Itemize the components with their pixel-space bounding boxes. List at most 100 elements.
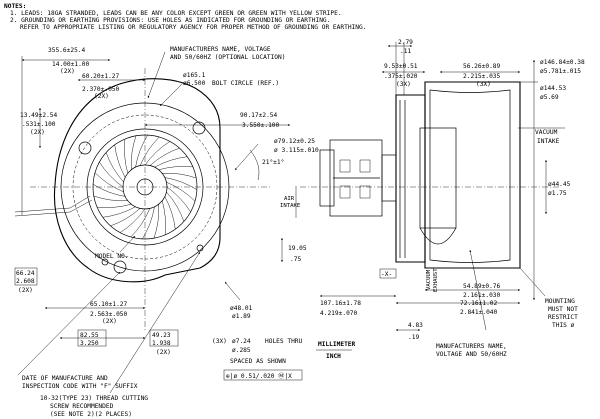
dim-531-qty: (2X) bbox=[30, 129, 45, 136]
dim-5781: ø5.781±.015 bbox=[540, 68, 581, 75]
fan-blade bbox=[94, 172, 124, 193]
fan-blade bbox=[142, 206, 155, 240]
dim-2215-qty: (3X) bbox=[476, 81, 491, 88]
notes-block: NOTES: 1. LEADS: 18GA STRANDED, LEADS CA… bbox=[4, 3, 366, 31]
dim-375-qty: (3X) bbox=[396, 81, 411, 88]
fan-blade bbox=[102, 206, 136, 218]
exhaust-port bbox=[419, 127, 457, 229]
fan-blade bbox=[130, 208, 151, 238]
feature-control-frame: ⊕|ø 0.51/.020 Ⓜ|X bbox=[226, 372, 292, 380]
dim-375: .375±.020 bbox=[384, 73, 418, 80]
fan-blade bbox=[158, 166, 193, 171]
dim-2563: 2.563±.050 bbox=[90, 311, 128, 318]
dim-7912: ø79.12±0.25 bbox=[274, 138, 315, 145]
dim-1349: 13.49±2.54 bbox=[20, 112, 58, 119]
date-label-2: INSPECTION CODE WITH "F" SUFFIX bbox=[22, 383, 138, 390]
fan-blade bbox=[164, 177, 198, 190]
dim-2563-qty: (2X) bbox=[102, 318, 117, 325]
air-intake-2: INTAKE bbox=[280, 203, 301, 209]
holes-mm: ø7.24 bbox=[232, 338, 251, 345]
fan-blade bbox=[149, 147, 180, 166]
dim-189: ø1.89 bbox=[232, 313, 251, 320]
dim-19: .19 bbox=[408, 334, 419, 341]
ground-screw-hole bbox=[101, 258, 109, 266]
mounting-note-4: THIS ø bbox=[552, 322, 575, 329]
fan-blade bbox=[144, 141, 171, 166]
fan-blade bbox=[162, 172, 197, 179]
motor-housing-outline bbox=[53, 78, 221, 283]
dim-4923: 49.23 bbox=[152, 332, 171, 339]
note-2-cont: REFER TO APPROPRIATE LISTING OR REGULATO… bbox=[20, 24, 366, 31]
dim-2841: 2.841±.040 bbox=[460, 309, 498, 316]
fan-blade bbox=[164, 196, 176, 230]
side-mfr-label-2: VOLTAGE AND 50/60HZ bbox=[436, 351, 507, 358]
fan-blade bbox=[161, 200, 166, 235]
dim-14-qty: (2X) bbox=[60, 68, 75, 75]
mfr-label-2: AND 50/60HZ (OPTIONAL LOCATION) bbox=[170, 54, 285, 61]
screw-label-2: SCREW RECOMMENDED bbox=[50, 403, 114, 410]
ground-screw-hole bbox=[196, 244, 204, 252]
mounting-hole bbox=[192, 121, 206, 135]
fan-blade bbox=[110, 208, 141, 227]
dim-14453: ø144.53 bbox=[540, 85, 566, 92]
units-secondary: INCH bbox=[326, 353, 341, 360]
dim-10716: 107.16±1.78 bbox=[320, 300, 361, 307]
notes-heading: NOTES: bbox=[4, 3, 26, 10]
dim-2370-qty: (2X) bbox=[94, 93, 109, 100]
fan-blades bbox=[92, 134, 198, 240]
dim-5626: 56.26±0.89 bbox=[463, 63, 501, 70]
dim-5489: 54.89±0.76 bbox=[463, 283, 501, 290]
holes-thru: HOLES THRU bbox=[265, 338, 303, 345]
dim-4801: ø48.01 bbox=[230, 305, 253, 312]
fan-shell bbox=[424, 81, 521, 269]
dim-6624: 66.24 bbox=[16, 270, 35, 277]
dim-3550: 3.550±.100 bbox=[242, 122, 280, 129]
dim-279: 2.79 bbox=[398, 39, 413, 46]
fan-blade bbox=[166, 186, 191, 213]
dim-483: 4.83 bbox=[408, 322, 423, 329]
vacuum-exhaust-2: EXHAUST bbox=[433, 268, 439, 292]
dim-569: ø5.69 bbox=[540, 94, 559, 101]
dim-531: .531±.100 bbox=[22, 121, 56, 128]
mounting-note-2: MUST NOT bbox=[548, 306, 578, 313]
fan-blade bbox=[93, 195, 128, 202]
dim-2370: 2.370±.050 bbox=[82, 86, 120, 93]
dim-2215: 2.215±.035 bbox=[463, 73, 501, 80]
units-primary: MILLIMETER bbox=[318, 341, 356, 348]
dim-4445: ø44.45 bbox=[548, 181, 571, 188]
dim-4219: 4.219±.070 bbox=[320, 310, 358, 317]
side-view: 2.79 .11 9.53±0.51 .375±.020 (3X) 56.26±… bbox=[300, 39, 585, 358]
fan-blade bbox=[154, 156, 188, 168]
dim-2608-qty: (2X) bbox=[18, 287, 33, 294]
dim-1938-qty: (2X) bbox=[156, 349, 171, 356]
dim-355: 355.6±25.4 bbox=[48, 47, 86, 54]
dim-1905: 19.05 bbox=[288, 245, 307, 252]
fan-blade bbox=[130, 135, 137, 170]
model-no-label: MODEL NO. bbox=[95, 253, 129, 260]
dim-8255: 82.55 bbox=[80, 332, 99, 339]
dim-3250: 3.250 bbox=[80, 340, 99, 347]
dim-953: 9.53±0.51 bbox=[384, 63, 418, 70]
lead-wire bbox=[14, 195, 91, 213]
datum-x: -X- bbox=[381, 271, 392, 278]
vacuum-intake-2: INTAKE bbox=[537, 138, 560, 145]
fan-blade bbox=[119, 208, 146, 233]
fan-blade bbox=[139, 136, 160, 166]
fan-blade bbox=[153, 204, 160, 239]
fan-blade bbox=[166, 181, 196, 202]
dim-2608: 2.608 bbox=[16, 278, 35, 285]
dim-3115: ø 3.115±.010 bbox=[274, 147, 319, 154]
mounting-hole bbox=[78, 141, 92, 155]
dim-60: 60.20±1.27 bbox=[82, 73, 120, 80]
spaced-as-shown: SPACED AS SHOWN bbox=[230, 358, 286, 365]
bolt-circle-mm: ø165.1 bbox=[183, 72, 206, 79]
fan-blade bbox=[135, 134, 148, 168]
fan-blade bbox=[114, 144, 126, 178]
dim-75: .75 bbox=[290, 256, 301, 263]
fan-blade bbox=[99, 161, 124, 188]
dim-1938: 1.938 bbox=[152, 340, 171, 347]
dim-7216: 72.16±1.02 bbox=[460, 300, 498, 307]
holes-qty: (3X) bbox=[212, 338, 227, 345]
holes-in: ø.285 bbox=[232, 347, 251, 354]
lead-wire bbox=[14, 199, 93, 217]
